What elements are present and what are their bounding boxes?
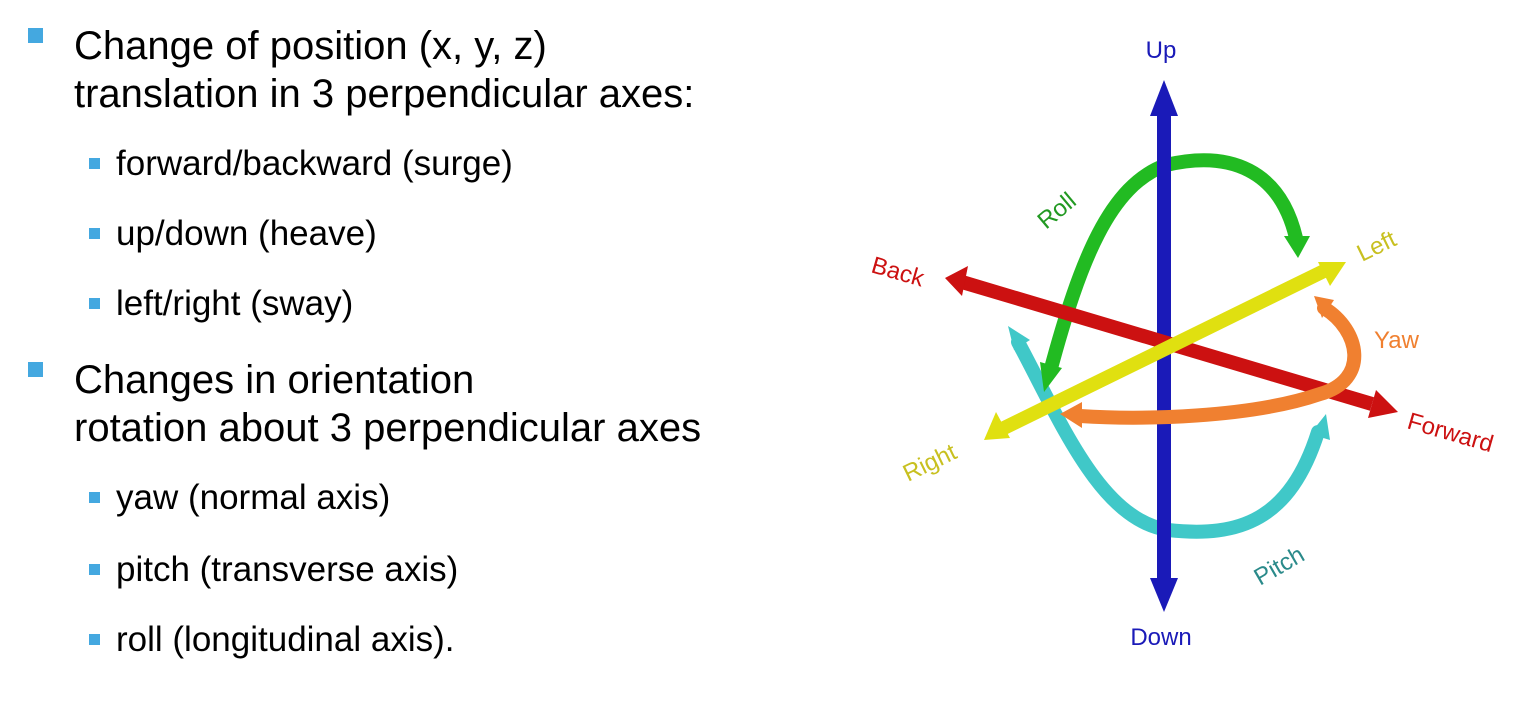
list-item-text: pitch (transverse axis) xyxy=(116,550,459,589)
bullet-square-icon xyxy=(89,492,100,503)
bullet-square-icon xyxy=(89,564,100,575)
bullet-square-icon xyxy=(89,228,100,239)
list-item: yaw (normal axis) xyxy=(89,478,391,518)
bullet-translation: Change of position (x, y, z) translation… xyxy=(28,22,695,118)
list-item-text: up/down (heave) xyxy=(116,214,377,253)
rotation-subheading: rotation about 3 perpendicular axes xyxy=(74,406,702,450)
left-right-axis xyxy=(984,262,1346,440)
list-item-text: forward/backward (surge) xyxy=(116,144,513,183)
list-item: pitch (transverse axis) xyxy=(89,550,459,590)
bullet-square-icon xyxy=(28,28,43,43)
bullet-rotation: Changes in orientation rotation about 3 … xyxy=(28,356,702,452)
list-item-text: left/right (sway) xyxy=(116,284,354,323)
list-item-text: yaw (normal axis) xyxy=(116,478,391,517)
bullet-square-icon xyxy=(89,158,100,169)
rotation-heading: Changes in orientation xyxy=(74,358,475,402)
list-item-text: roll (longitudinal axis). xyxy=(116,620,455,659)
label-right: Right xyxy=(899,438,961,487)
label-roll: Roll xyxy=(1033,187,1082,234)
label-forward: Forward xyxy=(1404,408,1496,458)
label-up: Up xyxy=(1146,37,1177,64)
list-item: left/right (sway) xyxy=(89,284,354,324)
list-item: forward/backward (surge) xyxy=(89,144,513,184)
translation-subheading: translation in 3 perpendicular axes: xyxy=(74,72,695,116)
roll-arrow xyxy=(1040,153,1310,392)
yaw-arrow xyxy=(1060,296,1362,428)
label-down: Down xyxy=(1130,624,1191,651)
six-dof-diagram: Up Down Back Forward Left Right Roll Yaw… xyxy=(868,37,1496,651)
label-left: Left xyxy=(1353,225,1401,267)
bullet-square-icon xyxy=(28,362,43,377)
label-yaw: Yaw xyxy=(1374,327,1420,354)
label-pitch: Pitch xyxy=(1250,541,1310,591)
label-back: Back xyxy=(868,252,928,293)
list-item: roll (longitudinal axis). xyxy=(89,620,455,660)
translation-heading: Change of position (x, y, z) xyxy=(74,24,547,68)
bullet-square-icon xyxy=(89,634,100,645)
list-item: up/down (heave) xyxy=(89,214,377,254)
bullet-square-icon xyxy=(89,298,100,309)
